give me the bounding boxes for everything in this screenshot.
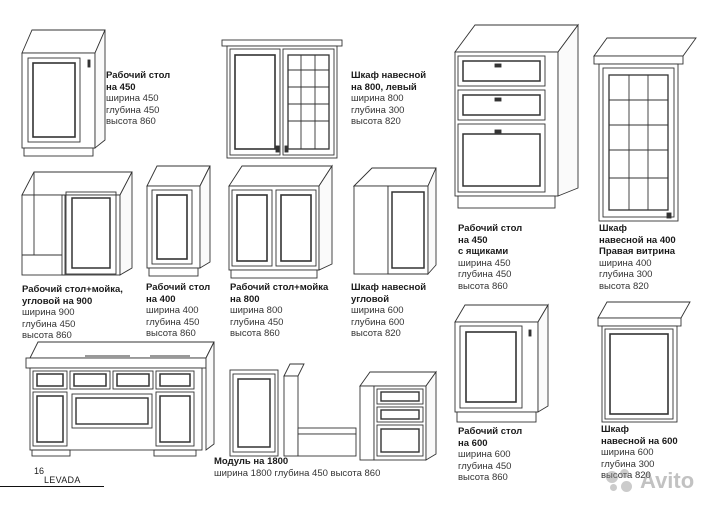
label-shkaf-400-vitrina: Шкаф навесной на 400 Правая витрина шири… bbox=[599, 223, 676, 293]
drawing-shkaf-600 bbox=[597, 301, 691, 423]
item-depth: глубина 450 bbox=[146, 316, 200, 328]
item-height: высота 860 bbox=[22, 330, 72, 342]
item-width: ширина 400 bbox=[599, 257, 652, 269]
item-title: Шкаф навесной bbox=[351, 70, 427, 81]
item-depth: глубина 300 bbox=[599, 269, 653, 281]
drawing-rabochiy-600 bbox=[454, 303, 549, 423]
item-width: ширина 600 bbox=[601, 447, 654, 459]
drawing-modul-1800-left bbox=[25, 341, 215, 457]
item-title: Правая витрина bbox=[599, 246, 676, 258]
item-height: высота 860 bbox=[106, 116, 156, 128]
item-title: на 800 bbox=[230, 293, 260, 305]
item-title: угловой bbox=[351, 293, 390, 305]
item-title: Рабочий стол+мойка bbox=[230, 282, 329, 293]
drawing-rabochiy-450 bbox=[21, 29, 106, 157]
item-title: навесной на 600 bbox=[601, 435, 678, 447]
item-dims: ширина 1800 глубина 450 высота 860 bbox=[214, 467, 381, 479]
footer-rule bbox=[0, 486, 104, 487]
label-moyka-800: Рабочий стол+мойка на 800 ширина 800 глу… bbox=[230, 282, 328, 340]
item-depth: глубина 300 bbox=[351, 104, 405, 116]
item-width: ширина 450 bbox=[458, 257, 511, 269]
item-width: ширина 600 bbox=[351, 305, 404, 317]
item-title: угловой на 900 bbox=[22, 295, 93, 307]
drawing-moyka-corner-900 bbox=[21, 171, 133, 276]
label-shkaf-600: Шкаф навесной на 600 ширина 600 глубина … bbox=[601, 424, 678, 482]
label-modul-1800: Модуль на 1800 ширина 1800 глубина 450 в… bbox=[214, 456, 380, 479]
label-rabochiy-400: Рабочий стол на 400 ширина 400 глубина 4… bbox=[146, 282, 210, 340]
item-height: высота 820 bbox=[351, 328, 401, 340]
item-depth: глубина 450 bbox=[22, 318, 76, 330]
brand-name: LEVADA bbox=[44, 475, 81, 485]
drawing-rabochiy-450-drawers bbox=[454, 23, 579, 209]
drawing-shkaf-400-vitrina bbox=[593, 37, 697, 222]
item-title: на 450 bbox=[458, 234, 488, 246]
item-width: ширина 800 bbox=[351, 93, 404, 105]
item-title: на 800, левый bbox=[351, 81, 417, 93]
item-depth: глубина 450 bbox=[230, 316, 284, 328]
item-title: с ящиками bbox=[458, 246, 509, 258]
item-depth: глубина 600 bbox=[351, 316, 405, 328]
item-title: Рабочий стол bbox=[146, 282, 211, 293]
page-number: 16 bbox=[34, 466, 45, 476]
item-height: высота 860 bbox=[230, 328, 280, 340]
item-title: Рабочий стол bbox=[458, 426, 523, 437]
drawing-modul-1800-right bbox=[229, 363, 437, 461]
item-height: высота 820 bbox=[601, 470, 651, 482]
item-title: на 450 bbox=[106, 81, 136, 93]
label-moyka-corner-900: Рабочий стол+мойка, угловой на 900 ширин… bbox=[22, 284, 123, 342]
drawing-moyka-800 bbox=[228, 164, 333, 279]
item-width: ширина 400 bbox=[146, 305, 199, 317]
label-shkaf-corner: Шкаф навесной угловой ширина 600 глубина… bbox=[351, 282, 426, 340]
item-title: Модуль на 1800 bbox=[214, 456, 289, 467]
item-width: ширина 600 bbox=[458, 449, 511, 461]
drawing-shkaf-800-left bbox=[221, 39, 343, 159]
item-height: высота 860 bbox=[146, 328, 196, 340]
avito-logo-icon bbox=[606, 469, 636, 493]
watermark: Avito bbox=[606, 468, 694, 494]
item-depth: глубина 450 bbox=[458, 269, 512, 281]
item-width: ширина 900 bbox=[22, 307, 75, 319]
drawing-rabochiy-400 bbox=[146, 165, 211, 277]
item-title: Шкаф bbox=[601, 424, 629, 435]
item-title: Рабочий стол bbox=[458, 223, 523, 234]
label-rabochiy-600: Рабочий стол на 600 ширина 600 глубина 4… bbox=[458, 426, 522, 484]
item-height: высота 860 bbox=[458, 472, 508, 484]
item-width: ширина 450 bbox=[106, 93, 159, 105]
item-title: Рабочий стол bbox=[106, 70, 171, 81]
item-width: ширина 800 bbox=[230, 305, 283, 317]
drawing-shkaf-corner bbox=[352, 167, 437, 276]
item-height: высота 820 bbox=[351, 116, 401, 128]
item-depth: глубина 450 bbox=[458, 460, 512, 472]
label-rabochiy-450: Рабочий стол на 450 ширина 450 глубина 4… bbox=[106, 70, 170, 128]
item-title: Рабочий стол+мойка, bbox=[22, 284, 123, 295]
item-title: навесной на 400 bbox=[599, 234, 676, 246]
label-rabochiy-450-drawers: Рабочий стол на 450 с ящиками ширина 450… bbox=[458, 223, 522, 293]
item-height: высота 820 bbox=[599, 280, 649, 292]
label-shkaf-800-left: Шкаф навесной на 800, левый ширина 800 г… bbox=[351, 70, 426, 128]
watermark-text: Avito bbox=[640, 468, 695, 493]
item-depth: глубина 300 bbox=[601, 458, 655, 470]
item-height: высота 860 bbox=[458, 280, 508, 292]
item-title: на 400 bbox=[146, 293, 176, 305]
item-title: Шкаф навесной bbox=[351, 282, 427, 293]
item-title: Шкаф bbox=[599, 223, 627, 234]
item-depth: глубина 450 bbox=[106, 104, 160, 116]
item-title: на 600 bbox=[458, 437, 488, 449]
